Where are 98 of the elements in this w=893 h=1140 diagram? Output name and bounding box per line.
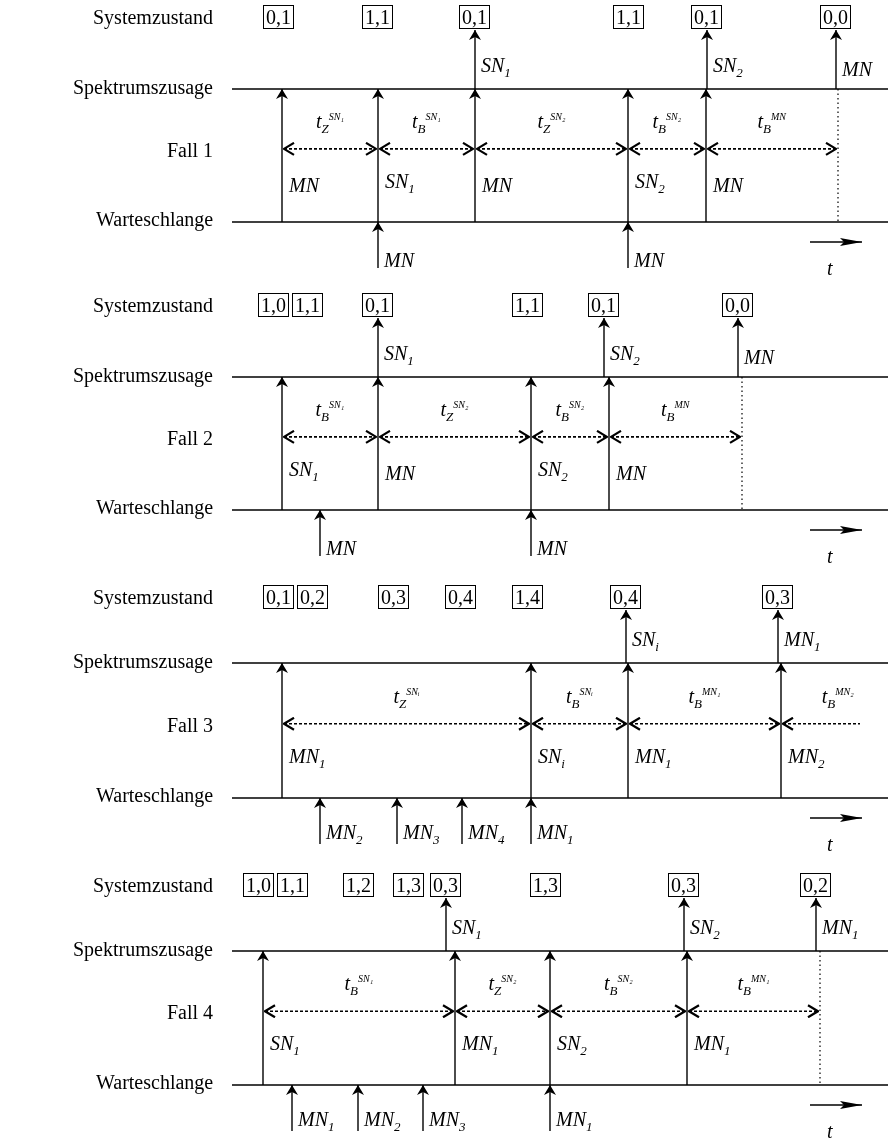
- event-label: SN$_{2}$: [635, 169, 665, 198]
- state-box: 1,3: [530, 873, 561, 897]
- event-label: SN$_{2}$: [557, 1032, 587, 1061]
- state-box: 1,1: [613, 5, 644, 29]
- event-label: SN$_{1}$: [289, 457, 319, 486]
- state-box: 1,4: [512, 585, 543, 609]
- event-label: MN$_{1}$: [694, 1032, 731, 1061]
- event-label: MN$_{1}$: [289, 745, 326, 774]
- state-box: 1,1: [362, 5, 393, 29]
- event-label: MN$_{2}$: [364, 1108, 401, 1136]
- event-arrow: [620, 609, 632, 664]
- event-arrow: [598, 317, 610, 378]
- event-arrow: [772, 609, 784, 664]
- state-box: 0,0: [820, 5, 851, 29]
- state-box: 0,1: [263, 5, 294, 29]
- state-box: 0,3: [430, 873, 461, 897]
- event-arrow: [830, 29, 842, 90]
- time-axis-label: t: [827, 1120, 833, 1140]
- event-arrow: [701, 29, 713, 90]
- row-label: Spektrumszusage: [73, 364, 213, 386]
- event-label: MN: [744, 346, 774, 368]
- event-label: SN$_{2}$: [610, 342, 640, 370]
- event-label: MN: [713, 173, 743, 196]
- time-axis-label: t: [827, 257, 833, 279]
- state-box: 0,1: [362, 293, 393, 317]
- event-arrow: [469, 29, 481, 90]
- row-label: Warteschlange: [96, 208, 214, 230]
- event-label: SN$_{i}$: [632, 628, 659, 656]
- event-label: MN$_{4}$: [468, 821, 505, 849]
- state-box: 0,3: [668, 873, 699, 897]
- event-label: MN: [384, 249, 414, 271]
- state-box: 0,4: [445, 585, 476, 609]
- state-box: 0,4: [610, 585, 641, 609]
- event-label: SN$_{1}$: [270, 1032, 300, 1061]
- event-label: SN$_{1}$: [385, 169, 415, 198]
- event-arrow: [810, 897, 822, 952]
- case-label: Fall 4: [167, 1001, 214, 1023]
- event-label: SN$_{i}$: [538, 745, 565, 774]
- state-box: 0,1: [459, 5, 490, 29]
- state-box: 1,1: [512, 293, 543, 317]
- state-box: 1,2: [343, 873, 374, 897]
- row-label: Spektrumszusage: [73, 76, 213, 98]
- event-label: MN$_{1}$: [537, 821, 574, 849]
- event-label: SN$_{1}$: [384, 342, 414, 370]
- state-box: 0,0: [722, 293, 753, 317]
- state-box: 0,1: [263, 585, 294, 609]
- event-label: MN: [842, 58, 872, 80]
- case-label: Fall 1: [167, 138, 214, 161]
- event-label: MN$_{1}$: [462, 1032, 499, 1061]
- row-label: Systemzustand: [93, 294, 213, 316]
- row-label: Systemzustand: [93, 6, 213, 28]
- event-arrow: [372, 317, 384, 378]
- event-label: MN: [537, 537, 567, 559]
- event-label: SN$_{2}$: [690, 916, 720, 944]
- event-label: MN$_{1}$: [784, 628, 821, 656]
- row-label: Warteschlange: [96, 496, 214, 518]
- row-label: Systemzustand: [93, 586, 213, 608]
- event-label: MN$_{2}$: [788, 745, 825, 774]
- state-box: 0,2: [297, 585, 328, 609]
- row-label: Systemzustand: [93, 874, 213, 896]
- event-label: MN$_{1}$: [635, 745, 672, 774]
- row-label: Warteschlange: [96, 784, 214, 806]
- state-box: 0,3: [378, 585, 409, 609]
- state-box: 0,1: [588, 293, 619, 317]
- event-label: SN$_{2}$: [713, 54, 743, 82]
- row-label: Warteschlange: [96, 1071, 214, 1093]
- row-label: Spektrumszusage: [73, 650, 213, 672]
- event-label: MN$_{1}$: [556, 1108, 593, 1136]
- event-label: MN: [326, 537, 356, 559]
- event-label: MN: [634, 249, 664, 271]
- event-arrow: [440, 897, 452, 952]
- state-box: 1,3: [393, 873, 424, 897]
- time-axis-label: t: [827, 545, 833, 567]
- event-label: MN: [616, 461, 646, 484]
- event-label: MN$_{3}$: [429, 1108, 466, 1136]
- event-arrow: [732, 317, 744, 378]
- event-label: SN$_{1}$: [452, 916, 482, 944]
- case-label: Fall 3: [167, 713, 214, 736]
- state-box: 1,0: [258, 293, 289, 317]
- event-label: MN$_{1}$: [298, 1108, 335, 1136]
- state-box: 0,3: [762, 585, 793, 609]
- row-label: Spektrumszusage: [73, 938, 213, 960]
- event-label: MN: [289, 173, 319, 196]
- case-label: Fall 2: [167, 426, 214, 449]
- event-label: MN: [385, 461, 415, 484]
- event-label: SN$_{2}$: [538, 457, 568, 486]
- state-box: 1,0: [243, 873, 274, 897]
- event-label: MN: [482, 173, 512, 196]
- state-box: 1,1: [292, 293, 323, 317]
- event-label: MN$_{3}$: [403, 821, 440, 849]
- event-label: MN$_{2}$: [326, 821, 363, 849]
- event-arrow: [678, 897, 690, 952]
- state-box: 0,1: [691, 5, 722, 29]
- state-box: 0,2: [800, 873, 831, 897]
- time-axis-label: t: [827, 833, 833, 855]
- event-label: MN$_{1}$: [822, 916, 859, 944]
- state-box: 1,1: [277, 873, 308, 897]
- event-label: SN$_{1}$: [481, 54, 511, 82]
